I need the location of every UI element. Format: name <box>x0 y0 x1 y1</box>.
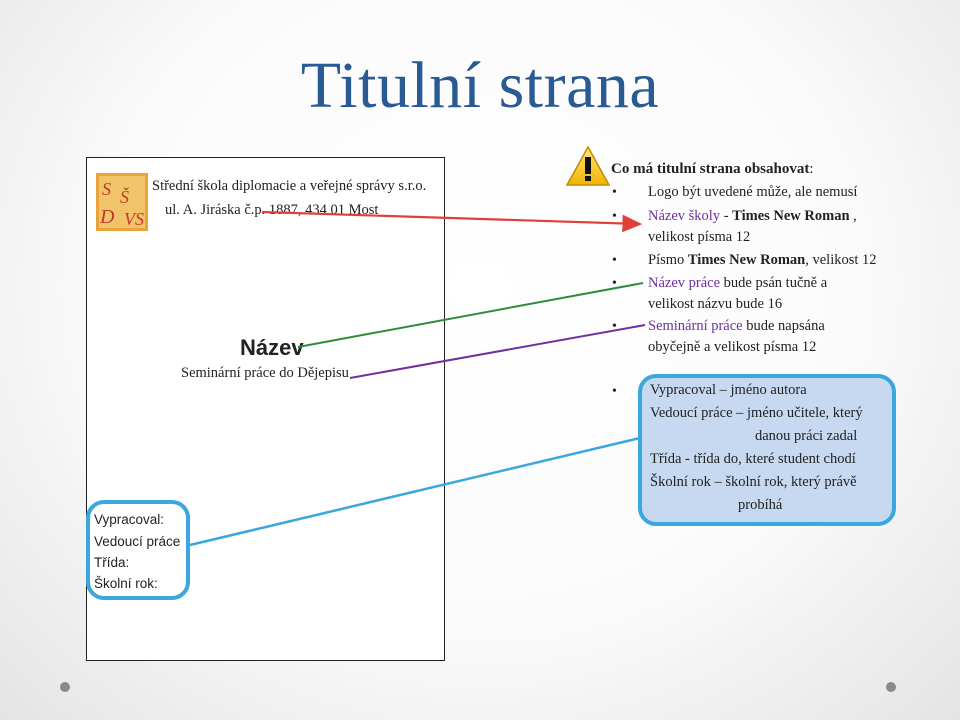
box-line-5: Školní rok – školní rok, který právě <box>650 474 857 490</box>
bullet-4-line2: velikost názvu bude 16 <box>648 296 783 312</box>
svg-text:S: S <box>102 179 111 199</box>
bullet-6: • <box>612 384 617 399</box>
nav-dot-left <box>60 682 70 692</box>
document-title: Název <box>240 335 304 360</box>
meta-author: Vypracoval: <box>94 512 165 527</box>
slide-title: Titulní strana <box>300 49 660 122</box>
bullet-3-text: Písmo Times New Roman, velikost 12 <box>648 252 877 268</box>
bullet-4-text: Název práce bude psán tučně a <box>648 275 828 291</box>
school-logo: S Š D VS <box>96 173 148 231</box>
box-line-1: Vypracoval – jméno autora <box>650 382 807 398</box>
box-line-4: Třída - třída do, které student chodí <box>650 451 856 467</box>
svg-text:Š: Š <box>120 186 129 207</box>
warning-icon <box>565 145 611 186</box>
svg-text:D: D <box>99 206 115 228</box>
bullet-5: • <box>612 319 617 334</box>
box-line-6: probíhá <box>738 497 783 513</box>
title-page-preview <box>86 157 445 661</box>
bullet-2: • <box>612 209 617 224</box>
bullet-3: • <box>612 253 617 268</box>
bullet-1-text: Logo být uvedené může, ale nemusí <box>648 184 858 200</box>
meta-highlight-bubble <box>86 500 190 600</box>
meta-year: Školní rok: <box>94 576 158 591</box>
meta-supervisor: Vedoucí práce <box>94 534 181 549</box>
document-subtitle: Seminární práce do Dějepisu <box>181 365 349 381</box>
box-line-2: Vedoucí práce – jméno učitele, který <box>650 405 863 421</box>
bullet-2-line2: velikost písma 12 <box>648 229 751 245</box>
bullet-5-line2: obyčejně a velikost písma 12 <box>648 339 817 355</box>
meta-explanation-box <box>638 374 896 526</box>
school-name: Střední škola diplomacie a veřejné správ… <box>152 178 427 194</box>
bullet-4: • <box>612 276 617 291</box>
meta-class: Třída: <box>94 555 130 570</box>
bullet-5-text: Seminární práce bude napsána <box>648 318 825 334</box>
school-address: ul. A. Jiráska č.p. 1887, 434 01 Most <box>165 202 379 218</box>
nav-dot-right <box>886 682 896 692</box>
bullet-1: • <box>612 185 617 200</box>
box-line-3: danou práci zadal <box>755 428 858 444</box>
info-heading: Co má titulní strana obsahovat: <box>611 161 814 177</box>
bullet-2-text: Název školy - Times New Roman , <box>648 208 857 224</box>
svg-text:VS: VS <box>124 209 144 229</box>
